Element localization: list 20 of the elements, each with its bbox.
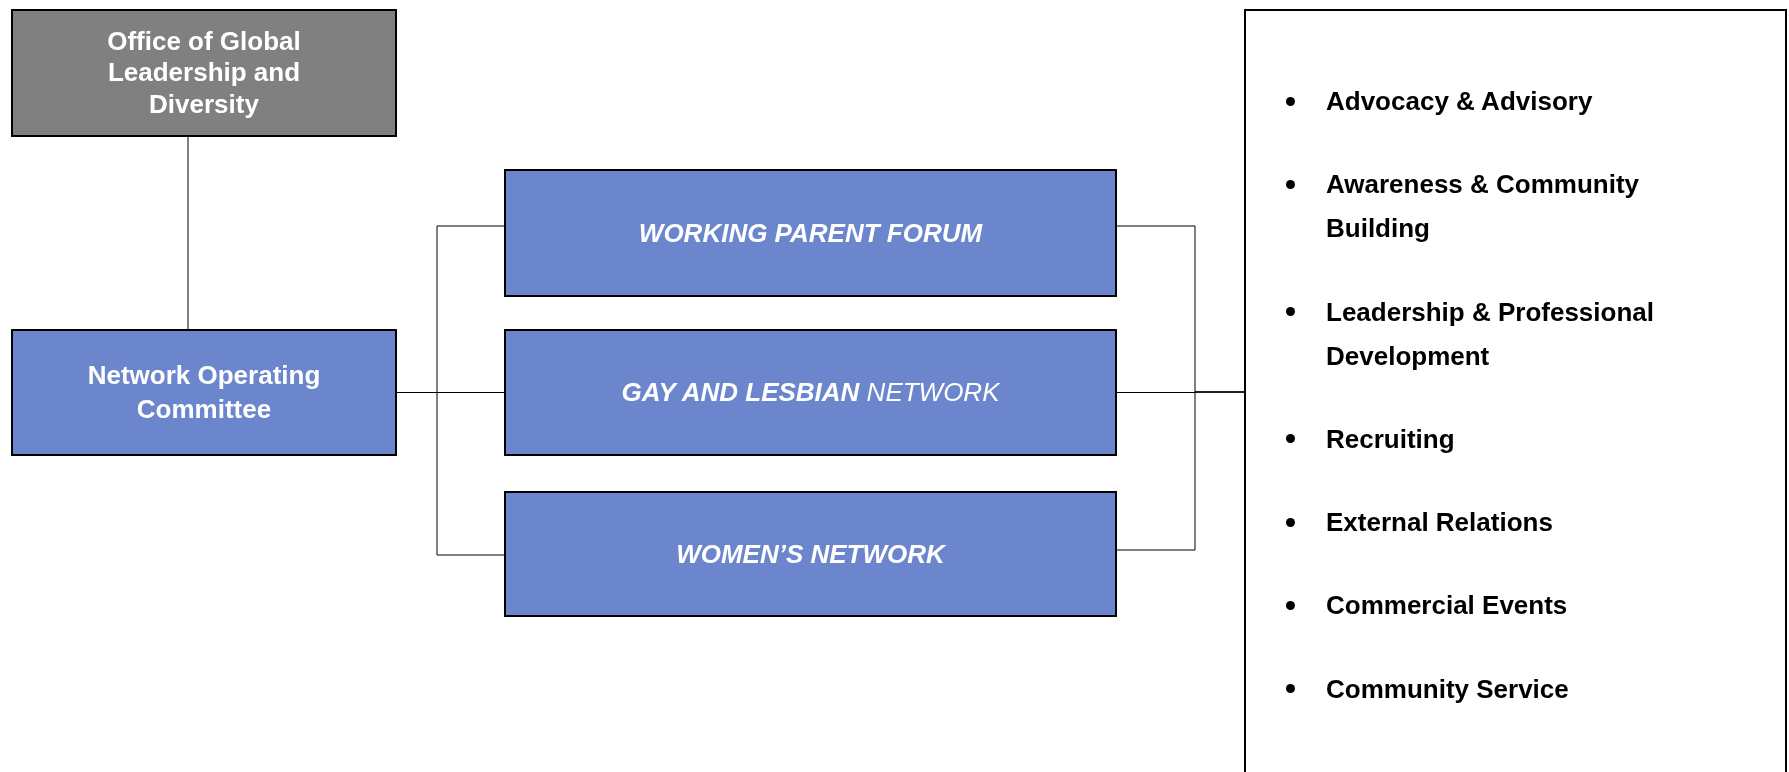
list-item: Commercial Events xyxy=(1326,589,1568,623)
list-item: Leadership & Professional Development xyxy=(1326,295,1655,373)
box-label: Network Operating Committee xyxy=(86,358,322,426)
box-label: WOMEN’S NETWORK xyxy=(675,538,947,570)
box-label: Office of Global Leadership and Diversity xyxy=(106,26,302,120)
list-item: Awareness & Community Building xyxy=(1326,168,1641,246)
org-box xyxy=(504,169,1117,297)
box-label: GAY AND LESBIAN NETWORK xyxy=(620,377,1001,408)
list-item: Community Service xyxy=(1326,672,1569,706)
list-item: Advocacy & Advisory xyxy=(1326,85,1593,118)
org-box xyxy=(504,491,1117,617)
list-item: Recruiting xyxy=(1326,422,1455,456)
org-box xyxy=(504,329,1117,456)
box-label: WORKING PARENT FORUM xyxy=(637,217,984,249)
list-item: External Relations xyxy=(1326,506,1553,540)
org-box xyxy=(11,329,397,456)
connector-line xyxy=(187,136,189,330)
org-box xyxy=(11,9,397,137)
list-panel xyxy=(1244,9,1787,772)
connector-line xyxy=(1116,391,1245,551)
